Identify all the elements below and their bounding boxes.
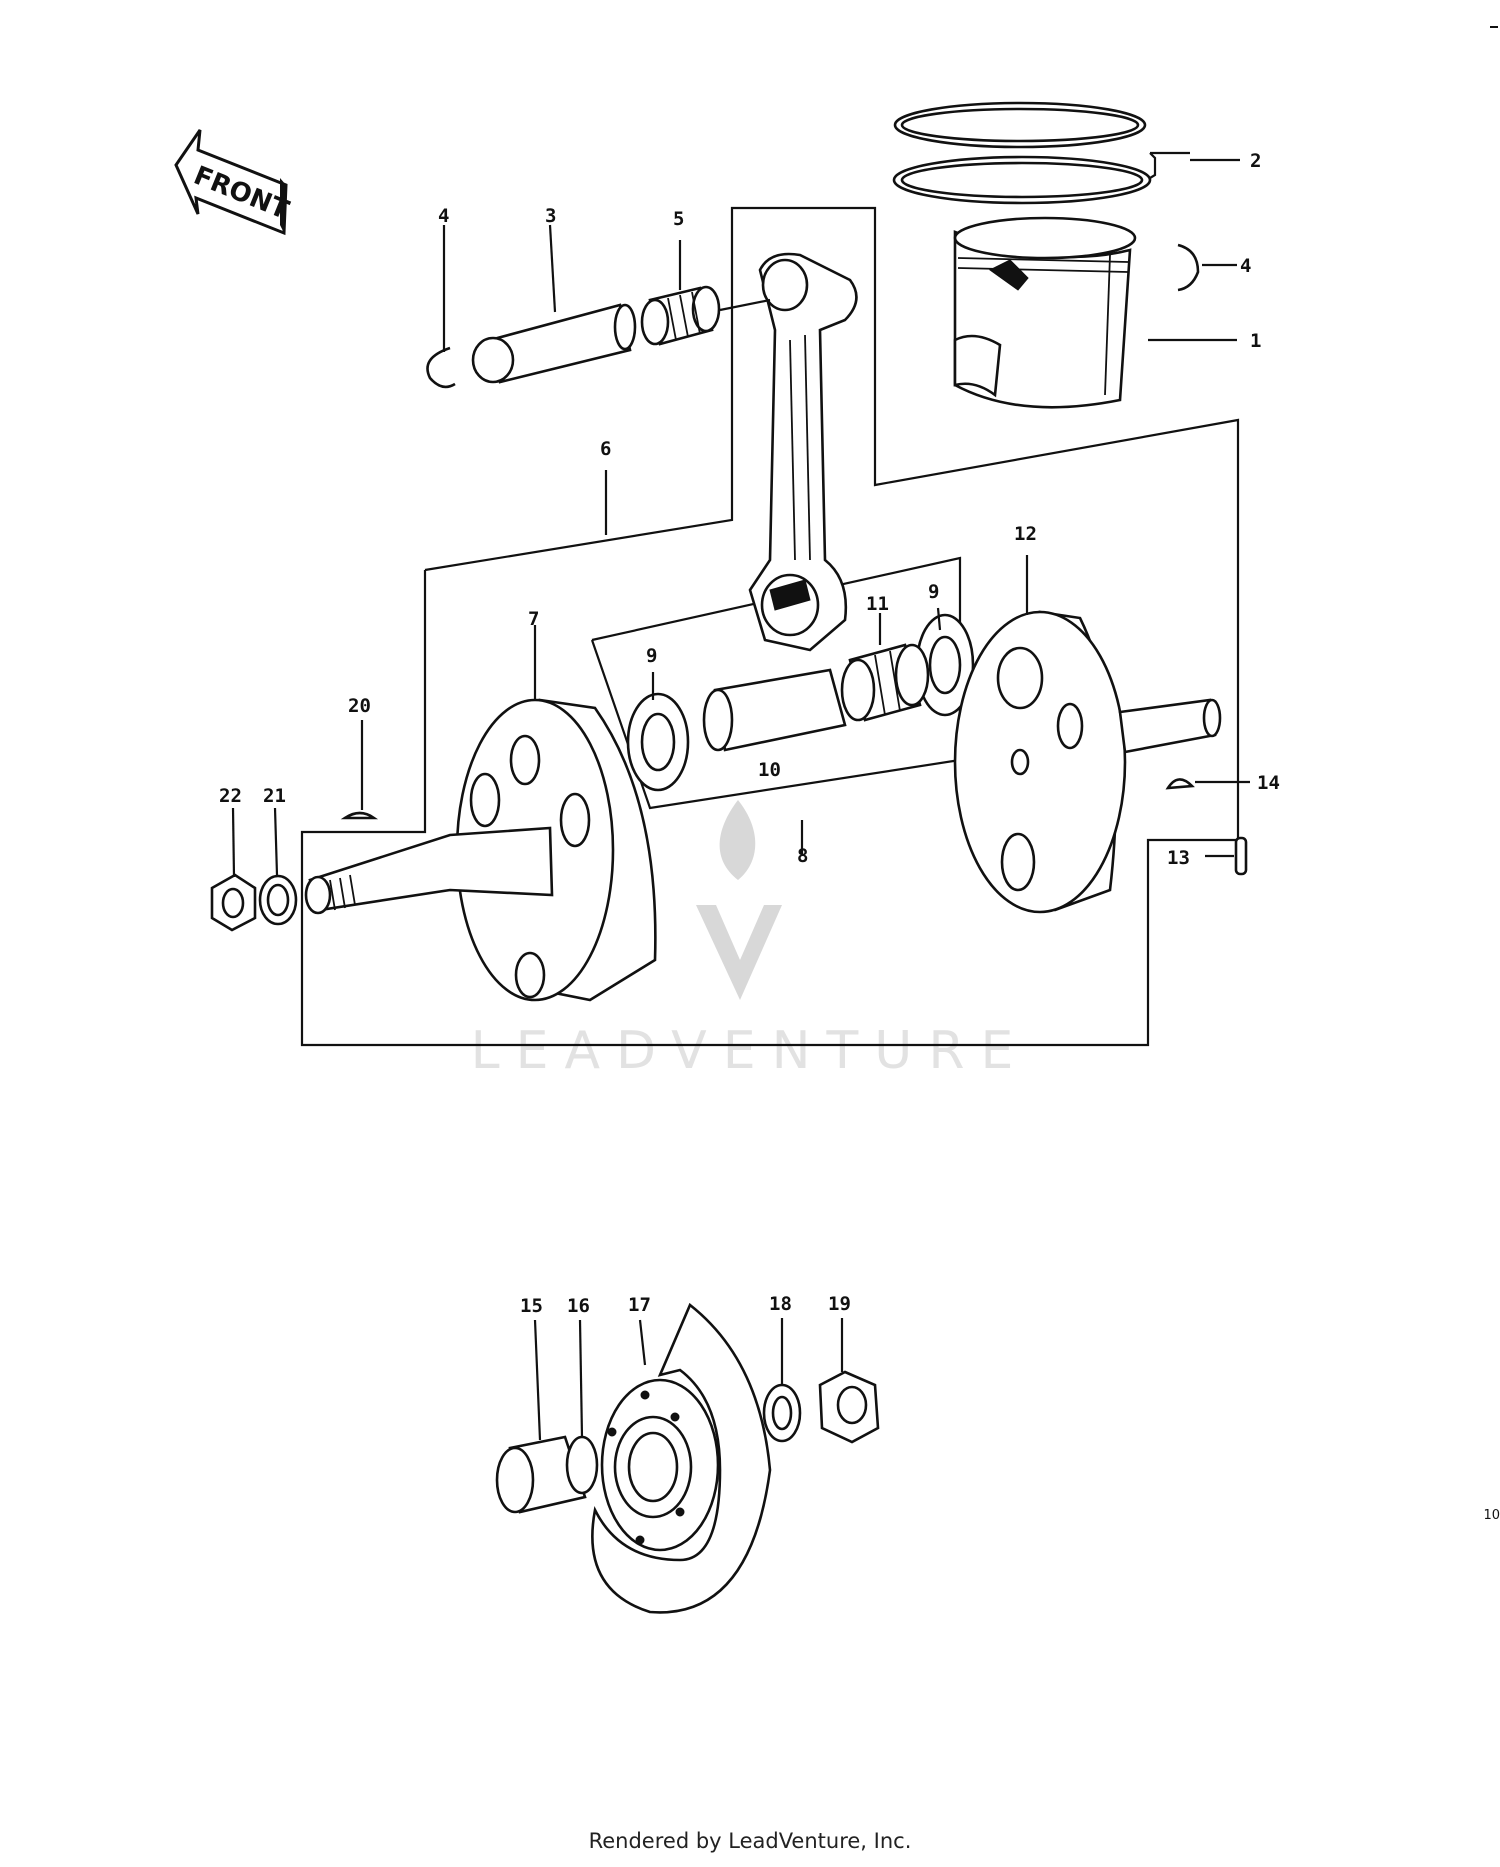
woodruff-key-right xyxy=(1165,778,1195,790)
callout-1: 1 xyxy=(1250,330,1261,352)
callout-14: 14 xyxy=(1257,772,1280,794)
callout-20: 20 xyxy=(348,695,371,717)
crankshaft-nut-left xyxy=(210,873,257,932)
right-crankshaft-end xyxy=(1118,698,1222,754)
thrust-washer-right xyxy=(915,613,975,717)
lock-washer-lower xyxy=(762,1383,802,1443)
callout-18: 18 xyxy=(769,1293,792,1315)
thrust-washer-left xyxy=(626,692,690,792)
callout-4-right: 4 xyxy=(1240,255,1251,277)
callout-9-left: 9 xyxy=(646,645,657,667)
callout-7: 7 xyxy=(528,608,539,630)
callout-12: 12 xyxy=(1014,523,1037,545)
callout-3: 3 xyxy=(545,205,556,227)
nut-lower xyxy=(818,1370,880,1444)
piston-pin-circlip-right xyxy=(1177,243,1200,292)
callout-5: 5 xyxy=(673,208,684,230)
piston xyxy=(953,216,1137,409)
footer-credit: Rendered by LeadVenture, Inc. xyxy=(588,1829,912,1853)
callout-15: 15 xyxy=(520,1295,543,1317)
lock-washer-left xyxy=(258,874,298,926)
right-crank-flywheel xyxy=(953,610,1127,914)
crank-pin xyxy=(702,668,847,752)
piston-pin-circlip-left xyxy=(426,346,456,389)
left-crankshaft-end xyxy=(304,826,554,915)
o-ring xyxy=(565,1435,599,1495)
callout-9-right: 9 xyxy=(928,581,939,603)
callout-17: 17 xyxy=(628,1294,651,1316)
callout-4-left: 4 xyxy=(438,205,449,227)
callout-labels: 1 2 3 4 4 5 6 7 8 9 9 10 11 12 13 14 15 … xyxy=(219,150,1280,1317)
callout-21: 21 xyxy=(263,785,286,807)
leadventure-watermark: LEADVENTURE xyxy=(471,800,1030,1081)
callout-6: 6 xyxy=(600,438,611,460)
page-number: 10 xyxy=(1483,1508,1500,1523)
callout-11: 11 xyxy=(866,593,889,615)
watermark-text: LEADVENTURE xyxy=(471,1021,1030,1081)
piston-pin xyxy=(471,303,637,384)
callout-13: 13 xyxy=(1167,847,1190,869)
callout-19: 19 xyxy=(828,1293,851,1315)
callout-2: 2 xyxy=(1250,150,1261,172)
connecting-rod xyxy=(719,252,858,652)
piston-rings xyxy=(892,101,1152,205)
locating-pin xyxy=(1234,836,1248,876)
callout-22: 22 xyxy=(219,785,242,807)
oil-seal-sleeve xyxy=(495,1435,587,1514)
callout-10: 10 xyxy=(758,759,781,781)
leader-lines xyxy=(231,151,1250,1441)
thrust-plate-disc xyxy=(591,1302,772,1614)
callout-16: 16 xyxy=(567,1295,590,1317)
small-end-needle-bearing xyxy=(640,285,721,346)
front-direction-arrow: FRONT xyxy=(174,129,293,236)
woodruff-key-left xyxy=(340,811,379,820)
big-end-needle-bearing xyxy=(840,643,930,722)
callout-8: 8 xyxy=(797,845,808,867)
corner-tick-mark xyxy=(1490,26,1498,28)
